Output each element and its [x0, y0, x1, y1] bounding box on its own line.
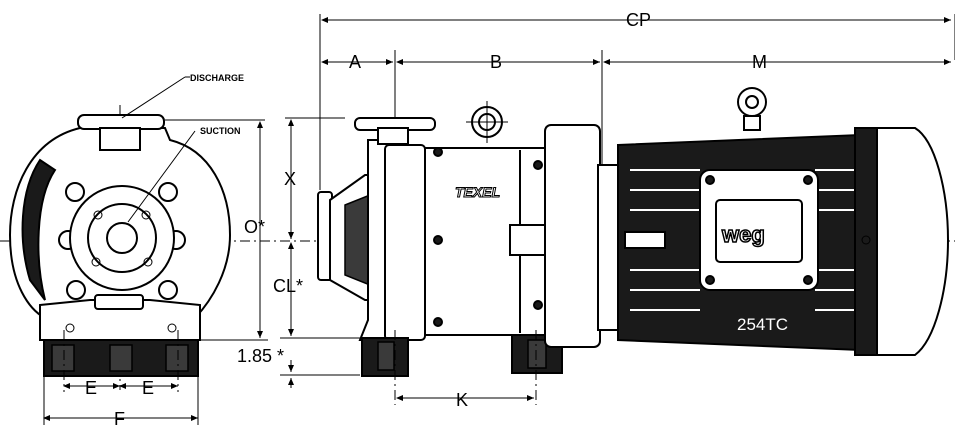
- volute-shadow: [21, 158, 57, 301]
- dim-b: B: [490, 52, 502, 72]
- dim-e-left: E: [85, 378, 97, 398]
- side-view-motor: weg 254TC: [544, 87, 950, 356]
- discharge-callout: DISCHARGE: [190, 73, 244, 83]
- dim-o: O*: [244, 217, 265, 237]
- side-view-pump: TEXEL K: [317, 101, 563, 410]
- dim-foot: 1.85 *: [237, 346, 284, 366]
- dim-x: X: [284, 169, 296, 189]
- dim-k: K: [456, 390, 468, 410]
- motor-logo: weg: [721, 222, 765, 247]
- dim-a: A: [349, 52, 361, 72]
- dim-cp: CP: [626, 10, 651, 30]
- motor-model-label: 254TC: [737, 315, 788, 334]
- dim-cl: CL*: [273, 276, 303, 296]
- pump-brand-label: TEXEL: [455, 184, 500, 200]
- dim-f: F: [114, 409, 125, 425]
- vertical-dimensions: O* X CL* 1.85 *: [165, 117, 375, 388]
- horizontal-dimensions: CP A B M: [319, 10, 955, 190]
- suction-callout: SUCTION: [200, 126, 241, 136]
- front-view: DISCHARGE SUCTION E E F: [0, 73, 955, 425]
- dim-e-right: E: [142, 378, 154, 398]
- dim-m: M: [752, 52, 767, 72]
